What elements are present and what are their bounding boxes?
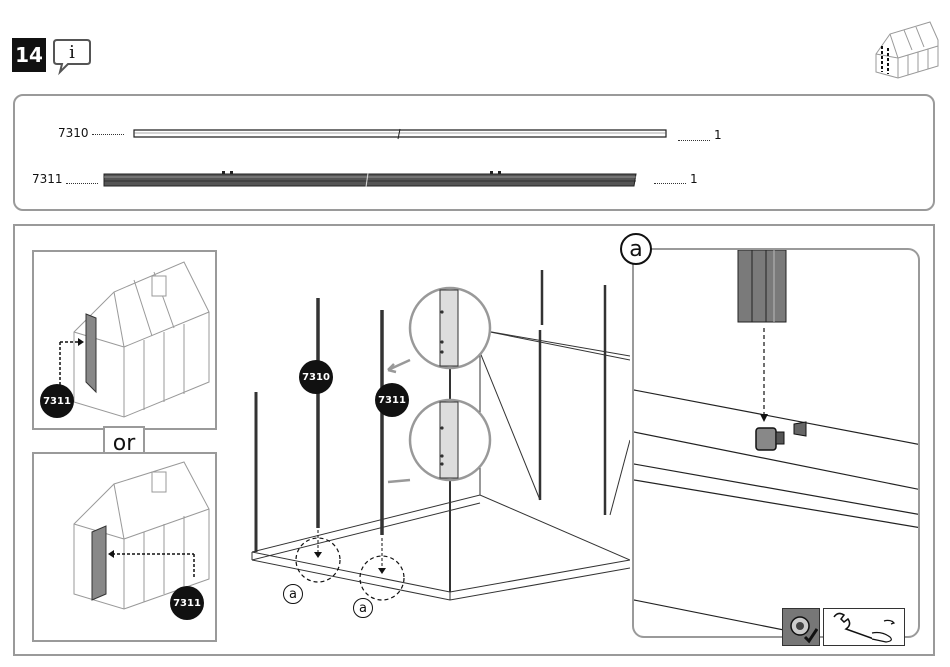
part-tag-7311: 7311 — [170, 586, 204, 620]
svg-text:i: i — [69, 42, 75, 63]
detail-a-panel — [632, 248, 920, 638]
leader-dots — [92, 134, 124, 135]
detail-marker-a: a — [283, 584, 303, 604]
leader-dots — [678, 140, 710, 141]
leader-dots — [66, 183, 98, 184]
part-qty-7311: 1 — [690, 172, 698, 186]
wrench-icon — [823, 608, 905, 646]
detail-a-illustration — [634, 250, 920, 638]
part-tag-7311: 7311 — [375, 383, 409, 417]
part-tag-7311: 7311 — [40, 384, 74, 418]
part-qty-7310: 1 — [714, 128, 722, 142]
detail-a-label: a — [620, 233, 652, 265]
parts-list-panel — [13, 94, 935, 211]
part-tag-7310: 7310 — [299, 360, 333, 394]
greenhouse-overview-icon — [868, 18, 942, 82]
part-7310-rail — [130, 126, 670, 142]
step-number: 14 — [12, 38, 46, 72]
greenhouse-frame-illustration — [230, 260, 630, 620]
detail-marker-a: a — [353, 598, 373, 618]
leader-dots — [654, 183, 686, 184]
part-code-7311: 7311 — [32, 172, 63, 186]
nut-icon — [782, 608, 820, 646]
part-7311-rail — [100, 168, 640, 190]
info-icon: i — [52, 36, 92, 76]
part-code-7310: 7310 — [58, 126, 89, 140]
